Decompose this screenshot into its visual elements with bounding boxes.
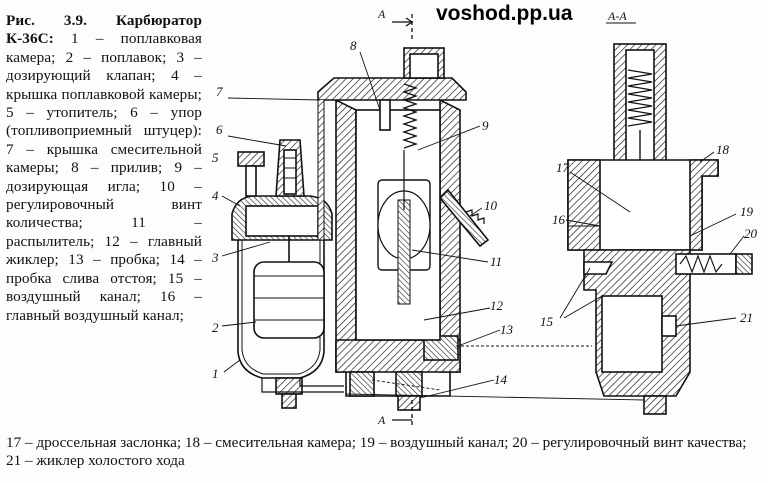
callout-13: 13 xyxy=(500,322,514,337)
callout-16: 16 xyxy=(552,212,566,227)
float-chamber xyxy=(231,139,344,409)
callout-2: 2 xyxy=(212,320,219,335)
leader-lines xyxy=(221,51,745,401)
callout-20: 20 xyxy=(744,226,758,241)
callout-6: 6 xyxy=(216,122,223,137)
site-watermark: voshod.pp.ua xyxy=(436,2,573,25)
figure-legend: 1 – поплавковая камера; 2 – поплавок; 3 … xyxy=(6,30,202,324)
figure-label: Рис. 3.9. Карбюратор К-36С: xyxy=(6,12,202,48)
callout-4: 4 xyxy=(212,188,219,203)
callout-10: 10 xyxy=(484,198,498,213)
callout-9: 9 xyxy=(482,118,489,133)
callout-19: 19 xyxy=(740,204,754,219)
figure-legend-continuation: 17 – дроссельная заслонка; 18 – смесител… xyxy=(6,434,747,470)
section-line xyxy=(392,14,414,426)
callout-7: 7 xyxy=(216,84,223,99)
callout-15: 15 xyxy=(540,314,554,329)
figure-caption: Рис. 3.9. Карбюратор К-36С: 1 – поплавко… xyxy=(6,12,202,325)
callout-12: 12 xyxy=(490,298,504,313)
callout-8: 8 xyxy=(350,38,357,53)
callout-3: 3 xyxy=(211,250,219,265)
callout-21: 21 xyxy=(740,310,753,325)
section-view-title: А-А xyxy=(607,9,627,23)
callout-18: 18 xyxy=(716,142,730,157)
callout-5: 5 xyxy=(212,150,219,165)
callout-14: 14 xyxy=(494,372,508,387)
carburetor-body xyxy=(317,47,490,411)
callout-1: 1 xyxy=(212,366,219,381)
section-bottom-label: А xyxy=(377,413,386,427)
callouts: 1 2 3 4 5 6 7 8 9 10 11 12 13 14 15 16 1… xyxy=(211,38,758,387)
callout-17: 17 xyxy=(556,160,570,175)
section-top-label: А xyxy=(377,7,386,21)
callout-11: 11 xyxy=(490,254,502,269)
section-a-a xyxy=(567,43,753,415)
